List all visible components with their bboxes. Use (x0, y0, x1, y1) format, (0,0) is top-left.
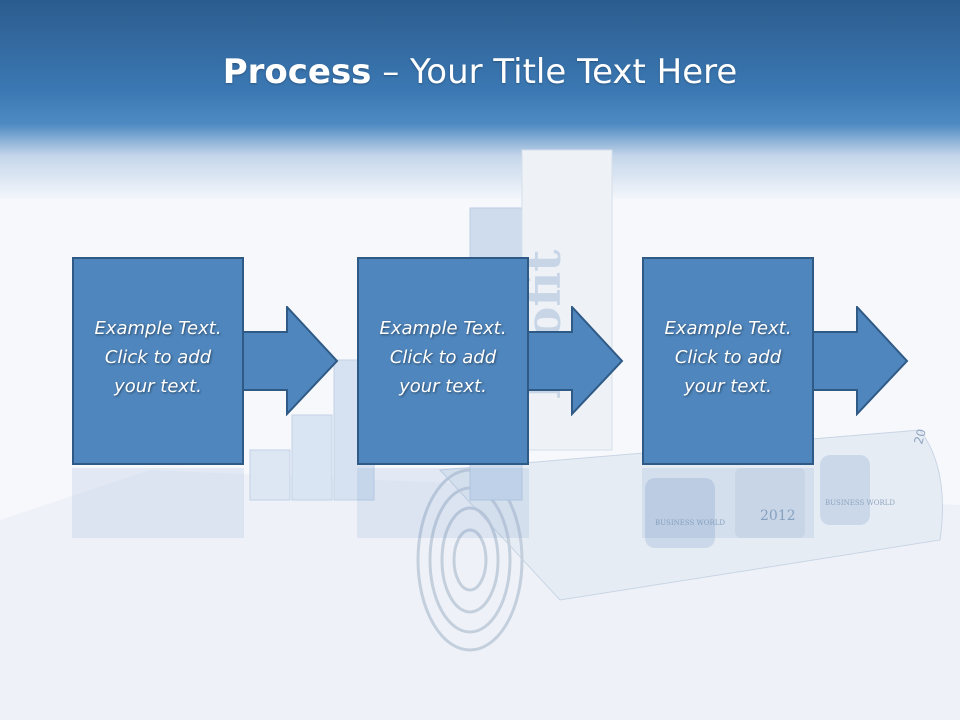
process-text-2-line3: your text. (399, 376, 487, 397)
box-reflections (72, 468, 814, 538)
sheet-label-right: BUSINESS WORLD (825, 499, 895, 507)
process-arrow-1[interactable] (242, 306, 342, 416)
slide-title[interactable]: Process – Your Title Text Here (0, 52, 960, 92)
process-text-3-line3: your text. (684, 376, 772, 397)
title-rest-part: – Your Title Text Here (371, 52, 738, 92)
process-text-1-line3: your text. (114, 376, 202, 397)
process-box-1[interactable]: Example Text. Click to add your text. (72, 257, 244, 465)
sheet-year-label: 2012 (760, 508, 796, 524)
process-arrow-2[interactable] (527, 306, 627, 416)
process-text-1-line2: Click to add (104, 347, 212, 368)
sheet-number-label: 20 (911, 427, 928, 445)
process-text-3[interactable]: Example Text. Click to add your text. (644, 314, 812, 401)
process-box-2[interactable]: Example Text. Click to add your text. (357, 257, 529, 465)
title-bold-part: Process (222, 52, 372, 92)
sheet-label-left: BUSINESS WORLD (655, 519, 725, 527)
process-text-3-line1: Example Text. (664, 318, 792, 339)
sheet-badges (645, 455, 870, 548)
process-text-2-line1: Example Text. (379, 318, 507, 339)
process-box-3[interactable]: Example Text. Click to add your text. (642, 257, 814, 465)
process-text-3-line2: Click to add (674, 347, 782, 368)
header-band (0, 0, 960, 200)
process-text-1[interactable]: Example Text. Click to add your text. (74, 314, 242, 401)
process-arrow-3[interactable] (812, 306, 912, 416)
process-text-2[interactable]: Example Text. Click to add your text. (359, 314, 527, 401)
process-text-2-line2: Click to add (389, 347, 497, 368)
process-text-1-line1: Example Text. (94, 318, 222, 339)
